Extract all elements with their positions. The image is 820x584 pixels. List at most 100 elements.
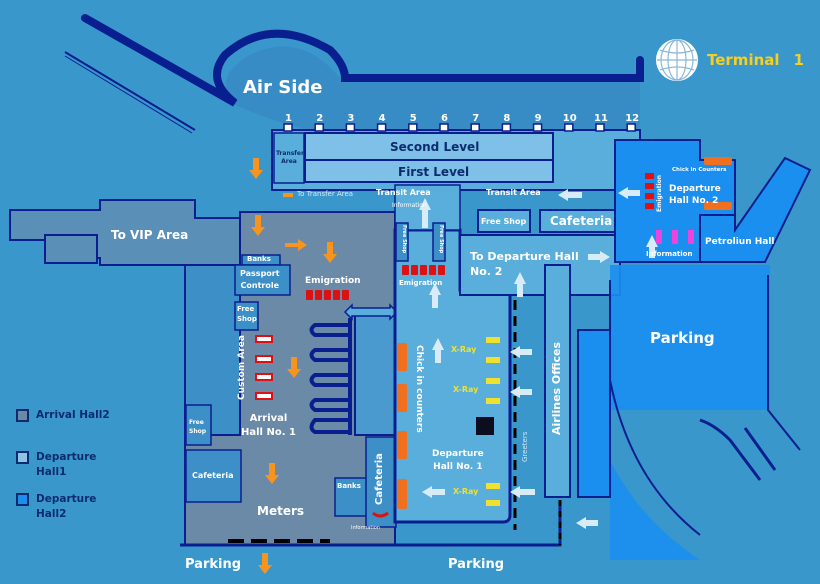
arrow-down	[265, 463, 279, 484]
gate-number: 2	[316, 113, 324, 124]
information-label: Information	[646, 250, 693, 258]
customs-desks	[255, 335, 273, 400]
emigration-label: Emigration	[656, 174, 663, 212]
gate-number: 4	[378, 113, 386, 124]
second-level-label: Second Level	[390, 140, 480, 154]
free-shop-left-box	[234, 301, 259, 331]
gate-marker	[532, 123, 543, 132]
information-label: Information	[351, 525, 380, 531]
banks-label: Banks	[247, 255, 271, 263]
gate-markers	[283, 123, 636, 132]
banks-label: Banks	[337, 482, 361, 490]
runway-line	[64, 55, 193, 134]
road-island	[699, 418, 762, 481]
gate-marker	[408, 123, 418, 132]
gate-marker	[376, 123, 387, 132]
gate-marker	[501, 123, 512, 132]
legend-label: Departure Hall1	[36, 451, 97, 478]
to-transfer-area-label: To Transfer Area	[297, 190, 354, 198]
transfer-area-label: Transfer Area	[276, 150, 304, 166]
free-shop-v2-box	[432, 222, 446, 262]
gate-number: 9	[534, 113, 542, 124]
legend-label: Arrival Hall2	[36, 409, 110, 421]
transit-area-label: Transit Area	[376, 188, 431, 197]
free-shop-v1-box	[395, 222, 409, 262]
walk-arrows	[419, 187, 658, 529]
terminal-number: 1	[793, 51, 804, 69]
petroliun-hall-label: Petroliun Hall	[705, 237, 775, 247]
title-label: Terminal	[707, 51, 780, 69]
arrow-down	[249, 158, 263, 179]
emigration-label: Emigration	[399, 279, 443, 287]
free-shop-top-box	[477, 209, 531, 233]
globe-icon	[656, 39, 698, 81]
baggage-carousels	[309, 318, 352, 435]
cafeteria-bottom-left-box	[185, 449, 242, 503]
gate-number: 11	[594, 113, 608, 124]
info-desks	[656, 230, 694, 244]
gate-marker	[283, 123, 293, 132]
emigration-booth-right	[577, 329, 611, 498]
gate-number: 6	[441, 113, 448, 124]
departure-hall2-label: Departure Hall No. 2	[669, 184, 721, 207]
gate-number: 1	[285, 113, 292, 124]
arrow-down	[287, 357, 301, 378]
transit-area-label: Transit Area	[486, 188, 541, 197]
xray-label: X-Ray	[453, 385, 479, 394]
info-desk-red	[372, 511, 389, 518]
security-booth	[476, 417, 494, 435]
parking-label: Parking	[185, 557, 242, 572]
air-side-label: Air Side	[243, 77, 323, 98]
cafeteria-label: Cafeteria	[192, 471, 234, 480]
gate-number: 7	[472, 113, 480, 124]
baggage-belt-area	[354, 314, 396, 436]
parking-label: Parking	[448, 557, 505, 572]
runway-line	[64, 51, 196, 131]
terminal-title: Terminal 1	[655, 38, 804, 82]
second-level-block	[304, 132, 554, 161]
legend-swatch	[16, 451, 29, 464]
free-shop-label: Free Shop	[237, 305, 257, 323]
to-vip-area-label: To VIP Area	[111, 228, 189, 242]
transfer-area-block	[273, 132, 305, 184]
gate-marker	[595, 123, 605, 132]
vip-room	[44, 234, 98, 264]
legend-swatch	[16, 493, 29, 506]
airlines-offices-label: Airlines Offices	[550, 341, 563, 435]
legend-item: Departure Hall2	[16, 492, 96, 522]
gate-marker	[626, 123, 636, 132]
first-level-block	[304, 159, 554, 183]
gate-marker	[564, 123, 574, 132]
air-side-apron	[195, 46, 640, 130]
arrow-right	[285, 239, 307, 251]
legend-label: Departure Hall2	[36, 493, 97, 520]
direction-arrows	[249, 158, 337, 574]
arrow-down	[258, 553, 272, 574]
arrow-down	[323, 242, 337, 263]
xray-machines	[486, 337, 500, 506]
free-shop-vertical-label: Free Shop	[401, 225, 407, 254]
road-island	[743, 427, 777, 471]
free-shop-label: Free Shop	[481, 217, 527, 226]
airlines-offices-box	[544, 264, 571, 498]
passport-control-label: Passport Controle	[240, 269, 280, 290]
parking-label: Parking	[650, 329, 715, 347]
emigration-label: Emigration	[305, 276, 361, 286]
gate-marker	[345, 123, 356, 132]
free-shop-label: Free Shop	[189, 419, 207, 435]
greeters-label: Greeters	[521, 431, 529, 462]
gate-marker	[470, 123, 480, 132]
cafeteria-vertical-label: Cafeteria	[374, 453, 385, 505]
free-shop-bottom-box	[185, 404, 212, 446]
parking-right-wall	[767, 275, 801, 451]
to-departure-hall2-area	[459, 234, 621, 296]
cafeteria-label: Cafeteria	[550, 214, 613, 228]
check-in-counters-label: Chick in counters	[414, 345, 424, 433]
arrow-down	[251, 215, 265, 236]
gate-number: 10	[562, 113, 577, 124]
custom-area-label: Custom Area	[237, 335, 247, 400]
gate-number: 8	[503, 113, 511, 124]
departure-hall1-label: Departure Hall No. 1	[432, 449, 484, 473]
legend-item: Arrival Hall2	[16, 408, 110, 423]
parking-right-area	[610, 265, 770, 560]
